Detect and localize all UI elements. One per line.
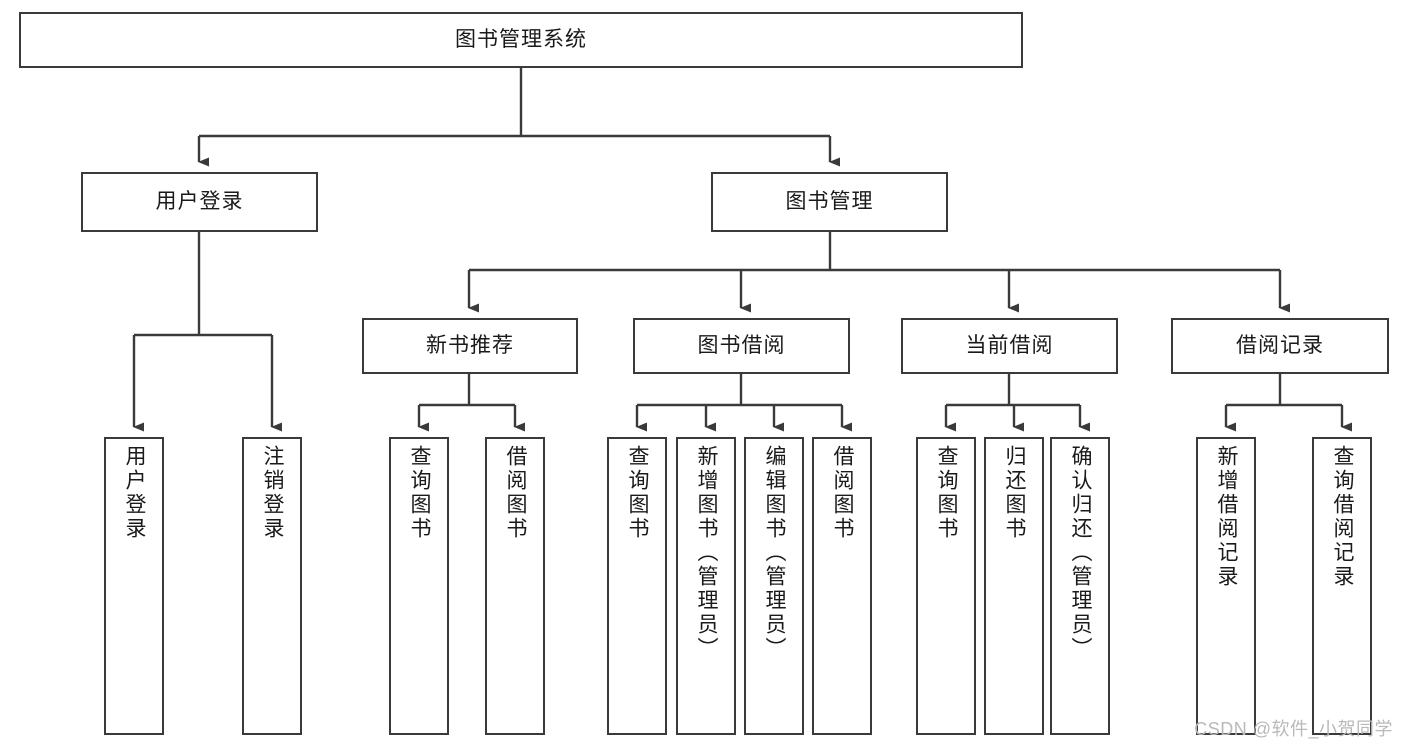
node-book-borrow[interactable]: 图书借阅 bbox=[633, 318, 850, 374]
leaf-new-book-borrow-book[interactable]: 借阅图书 bbox=[485, 437, 545, 735]
node-current-borrow[interactable]: 当前借阅 bbox=[901, 318, 1118, 374]
node-root-book-management-system[interactable]: 图书管理系统 bbox=[19, 12, 1023, 68]
node-label: 图书借阅 bbox=[697, 334, 786, 358]
leaf-book-borrow-borrow-book[interactable]: 借阅图书 bbox=[812, 437, 872, 735]
node-label: 新增图书（管理员） bbox=[695, 445, 719, 661]
node-label: 借阅图书 bbox=[504, 445, 528, 541]
node-label: 当前借阅 bbox=[965, 334, 1054, 358]
node-label: 归还图书 bbox=[1003, 445, 1027, 541]
node-label: 查询借阅记录 bbox=[1331, 445, 1355, 589]
node-borrow-record[interactable]: 借阅记录 bbox=[1171, 318, 1389, 374]
leaf-book-borrow-edit-book-admin[interactable]: 编辑图书（管理员） bbox=[744, 437, 804, 735]
leaf-user-login-sign-in[interactable]: 用户登录 bbox=[104, 437, 164, 735]
node-label: 图书管理系统 bbox=[455, 28, 587, 52]
node-user-login[interactable]: 用户登录 bbox=[81, 172, 318, 232]
node-label: 新书推荐 bbox=[426, 334, 514, 358]
leaf-new-book-query-book[interactable]: 查询图书 bbox=[389, 437, 449, 735]
node-new-book-recommend[interactable]: 新书推荐 bbox=[362, 318, 578, 374]
node-label: 注销登录 bbox=[261, 445, 285, 541]
leaf-borrow-record-query-record[interactable]: 查询借阅记录 bbox=[1312, 437, 1372, 735]
node-book-management[interactable]: 图书管理 bbox=[711, 172, 948, 232]
node-label: 借阅图书 bbox=[831, 445, 855, 541]
leaf-current-borrow-query-book[interactable]: 查询图书 bbox=[916, 437, 976, 735]
leaf-book-borrow-query-book[interactable]: 查询图书 bbox=[607, 437, 667, 735]
leaf-current-borrow-return-book[interactable]: 归还图书 bbox=[984, 437, 1044, 735]
node-label: 图书管理 bbox=[785, 190, 874, 214]
leaf-user-login-sign-out[interactable]: 注销登录 bbox=[242, 437, 302, 735]
node-label: 查询图书 bbox=[626, 445, 650, 541]
leaf-book-borrow-add-book-admin[interactable]: 新增图书（管理员） bbox=[676, 437, 736, 735]
leaf-current-borrow-confirm-return-admin[interactable]: 确认归还（管理员） bbox=[1050, 437, 1110, 735]
node-label: 编辑图书（管理员） bbox=[763, 445, 787, 661]
node-label: 借阅记录 bbox=[1236, 334, 1324, 358]
node-label: 查询图书 bbox=[935, 445, 959, 541]
node-label: 用户登录 bbox=[155, 190, 244, 214]
node-label: 新增借阅记录 bbox=[1215, 445, 1239, 589]
node-label: 查询图书 bbox=[408, 445, 432, 541]
node-label: 用户登录 bbox=[123, 445, 147, 541]
leaf-borrow-record-add-record[interactable]: 新增借阅记录 bbox=[1196, 437, 1256, 735]
node-label: 确认归还（管理员） bbox=[1069, 445, 1093, 661]
